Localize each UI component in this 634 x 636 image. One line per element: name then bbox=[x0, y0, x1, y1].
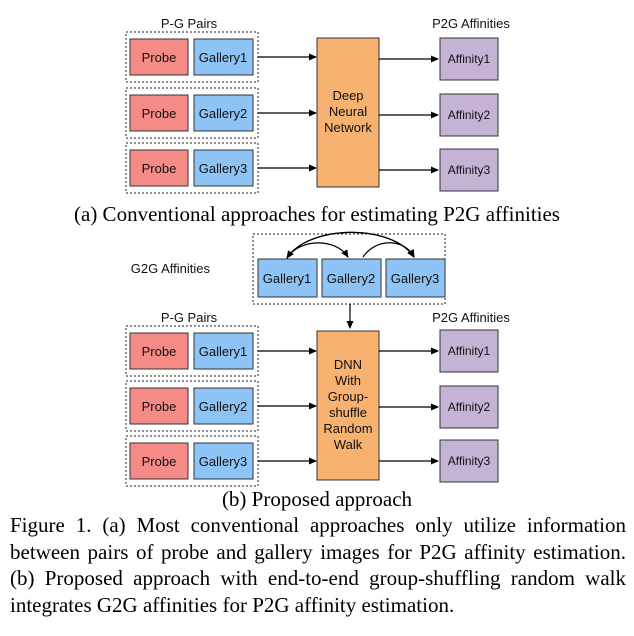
bottom-p2g-label: P2G Affinities bbox=[432, 310, 510, 325]
bottom-affinity-label-1: Affinity1 bbox=[448, 344, 491, 358]
top-probe-box-1 bbox=[129, 38, 189, 76]
bottom-pair-row-3: Probe Gallery3 bbox=[125, 435, 259, 487]
bottom-gallery-box-1 bbox=[193, 332, 254, 370]
bottom-gallery-box-2 bbox=[193, 387, 254, 425]
top-gallery-label-3: Gallery3 bbox=[199, 161, 247, 176]
bottom-probe-label-2: Probe bbox=[142, 399, 177, 414]
top-gallery-box-2 bbox=[193, 94, 254, 132]
bottom-probe-box-2 bbox=[129, 387, 189, 425]
bottom-gallery-label-3: Gallery3 bbox=[199, 454, 247, 469]
g2g-arrow-2-3 bbox=[362, 242, 415, 258]
bottom-gallery-label-2: Gallery2 bbox=[199, 399, 247, 414]
top-p2g-label: P2G Affinities bbox=[432, 16, 510, 31]
top-pair-row-2: Probe Gallery2 bbox=[125, 87, 259, 139]
bottom-dnn-box bbox=[316, 330, 380, 481]
top-dnn-line-1: Deep bbox=[332, 88, 363, 103]
diagram-canvas: P-G Pairs P2G Affinities Probe Gallery1 … bbox=[74, 16, 560, 511]
top-probe-label-2: Probe bbox=[142, 106, 177, 121]
bottom-dnn-line-2: With bbox=[335, 373, 361, 388]
subcaption-a: (a) Conventional approaches for estimati… bbox=[74, 202, 560, 226]
bottom-probe-label-1: Probe bbox=[142, 344, 177, 359]
bottom-probe-label-3: Probe bbox=[142, 454, 177, 469]
bottom-dnn-line-5: Random bbox=[323, 421, 372, 436]
bottom-probe-box-1 bbox=[129, 332, 189, 370]
top-pair-row-1: Probe Gallery1 bbox=[125, 31, 259, 83]
top-gallery-box-1 bbox=[193, 38, 254, 76]
g2g-gallery-box-3 bbox=[385, 258, 446, 298]
bottom-affinity-box-3 bbox=[439, 439, 499, 483]
bottom-affinity-box-2 bbox=[439, 385, 499, 429]
bottom-affinity-label-2: Affinity2 bbox=[448, 400, 491, 414]
bottom-dnn-line-4: shuffle bbox=[329, 405, 367, 420]
top-probe-label-1: Probe bbox=[142, 50, 177, 65]
top-probe-box-2 bbox=[129, 94, 189, 132]
top-dnn-box bbox=[316, 37, 380, 188]
top-affinity-box-1 bbox=[439, 37, 499, 81]
top-gallery-label-1: Gallery1 bbox=[199, 50, 247, 65]
bottom-pg-pairs-label: P-G Pairs bbox=[161, 310, 218, 325]
top-affinity-label-1: Affinity1 bbox=[448, 52, 491, 66]
top-pair-row-3: Probe Gallery3 bbox=[125, 142, 259, 194]
g2g-gallery-label-3: Gallery3 bbox=[391, 271, 439, 286]
g2g-gallery-label-1: Gallery1 bbox=[263, 271, 311, 286]
top-pg-pairs-label: P-G Pairs bbox=[161, 16, 218, 31]
top-probe-label-3: Probe bbox=[142, 161, 177, 176]
bottom-gallery-box-3 bbox=[193, 442, 254, 480]
top-gallery-box-3 bbox=[193, 149, 254, 187]
bottom-probe-box-3 bbox=[129, 442, 189, 480]
bottom-affinity-label-3: Affinity3 bbox=[448, 454, 491, 468]
top-probe-box-3 bbox=[129, 149, 189, 187]
bottom-pair-row-1: Probe Gallery1 bbox=[125, 325, 259, 377]
g2g-gallery-label-2: Gallery2 bbox=[327, 271, 375, 286]
bottom-affinity-box-1 bbox=[439, 329, 499, 373]
bottom-gallery-label-1: Gallery1 bbox=[199, 344, 247, 359]
g2g-group-frame bbox=[252, 233, 446, 305]
g2g-gallery-box-1 bbox=[257, 258, 318, 298]
figure-caption: Figure 1. (a) Most conventional approach… bbox=[10, 513, 626, 617]
bottom-dnn-line-1: DNN bbox=[334, 357, 362, 372]
g2g-arrow-3-1 bbox=[286, 231, 415, 259]
top-dnn-line-3: Network bbox=[324, 120, 372, 135]
bottom-dnn-line-3: Group- bbox=[328, 389, 368, 404]
subcaption-b: (b) Proposed approach bbox=[222, 487, 413, 511]
top-affinity-label-2: Affinity2 bbox=[448, 108, 491, 122]
g2g-gallery-box-2 bbox=[321, 258, 382, 298]
top-affinity-box-3 bbox=[439, 148, 499, 192]
g2g-affinities-label: G2G Affinities bbox=[131, 261, 211, 276]
top-dnn-line-2: Neural bbox=[329, 104, 367, 119]
top-affinity-label-3: Affinity3 bbox=[448, 163, 491, 177]
bottom-dnn-line-6: Walk bbox=[334, 437, 363, 452]
bottom-pair-row-2: Probe Gallery2 bbox=[125, 380, 259, 432]
top-gallery-label-2: Gallery2 bbox=[199, 106, 247, 121]
top-affinity-box-2 bbox=[439, 93, 499, 137]
g2g-arrow-1-2 bbox=[286, 242, 349, 259]
